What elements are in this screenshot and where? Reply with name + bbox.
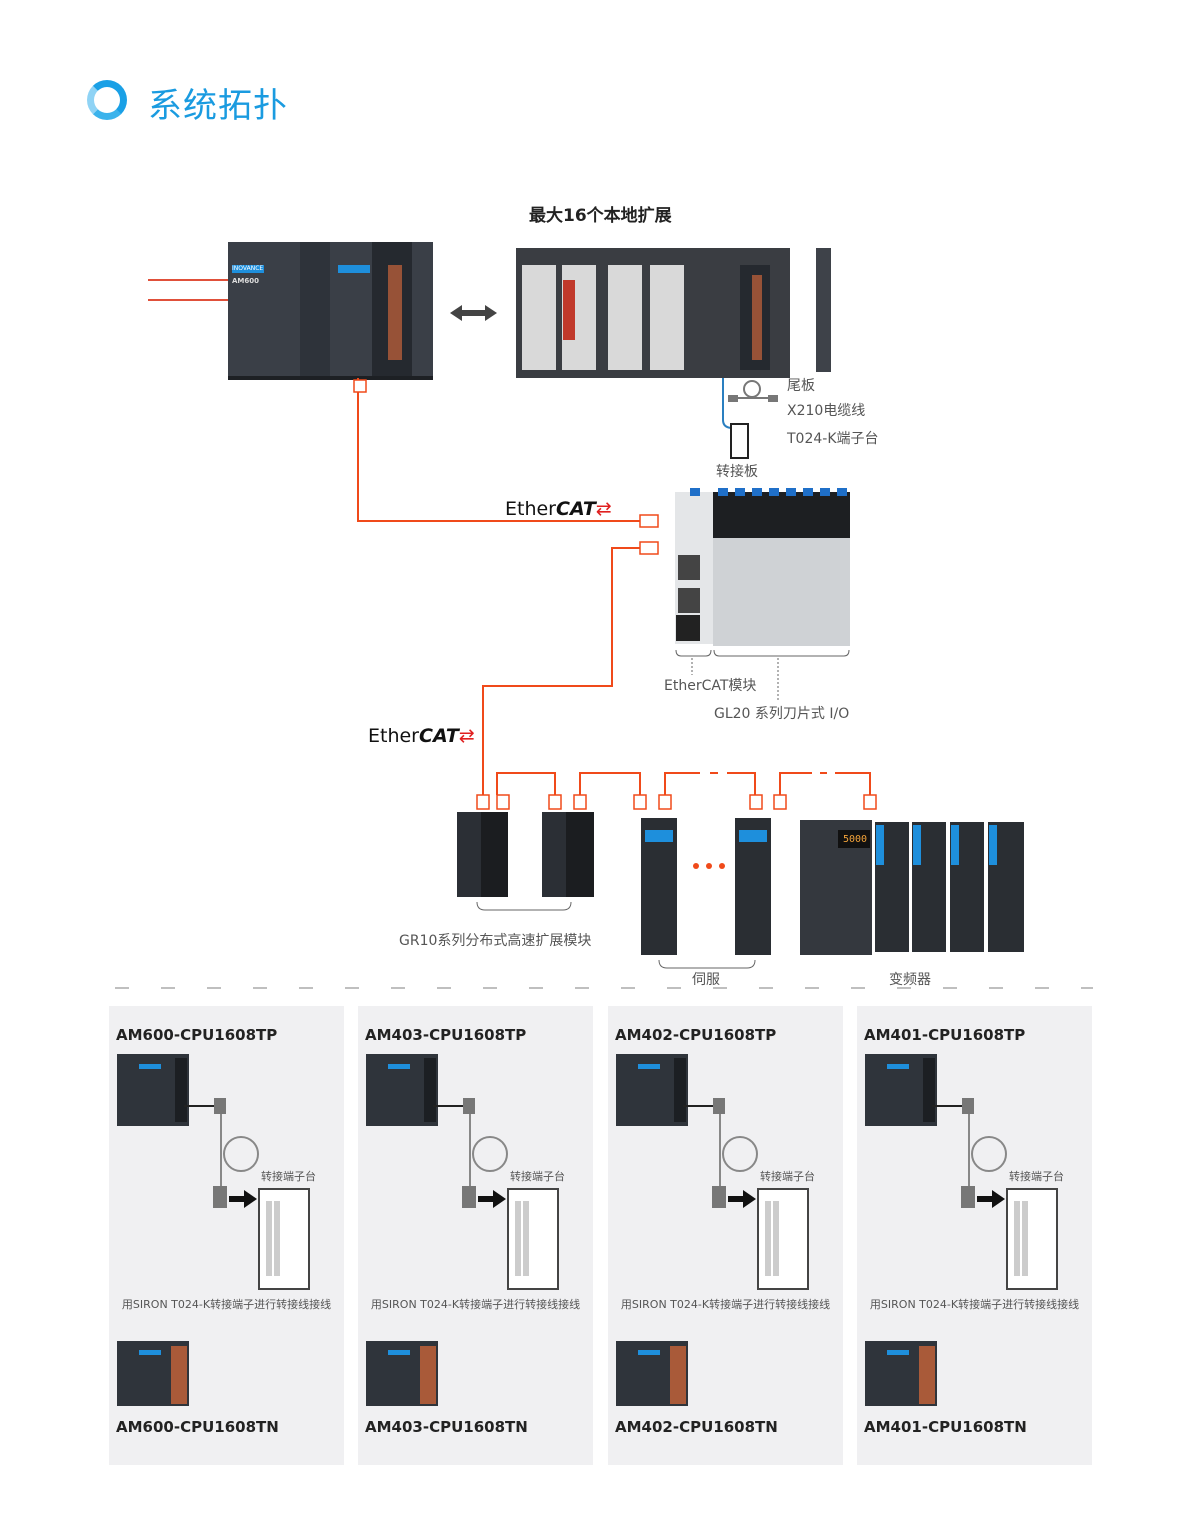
plc-brand: INOVANCE [232,265,264,272]
plc-tp [366,1054,438,1126]
ethercat-logo: EtherCAT⇄ [368,725,475,747]
label-ethercat-module: EtherCAT模块 [664,678,757,694]
cable-coil [223,1136,259,1172]
ellipsis-dots [693,863,725,869]
label-gr10: GR10系列分布式高速扩展模块 [399,933,592,949]
ethercat-logo-prefix: Ether [368,725,419,747]
ethercat-links [357,378,871,795]
model-card: AM403-CPU1608TP 转接端子台 用SIRON T024-K转接端子进… [358,1006,593,1465]
card-bottom-model: AM401-CPU1608TN [864,1418,1027,1436]
wiring-illustration [117,1054,310,1406]
card-terminal-label: 转接端子台 [1009,1170,1064,1183]
expansion-title: 最大16个本地扩展 [529,206,672,226]
ethercat-logo-prefix: Ether [505,498,556,520]
label-adapter: 转接板 [716,464,758,480]
servo-drives [641,818,771,969]
plc-tn [865,1341,937,1406]
vfd-display: 5000 [843,834,868,845]
cable-coil [472,1136,508,1172]
plc-tp [865,1054,937,1126]
card-bottom-model: AM403-CPU1608TN [365,1418,528,1436]
wiring-illustration [616,1054,809,1406]
card-top-model: AM403-CPU1608TP [365,1026,527,1044]
connector [712,1186,726,1208]
vfd-drives [800,820,1024,955]
tail-plate [816,248,831,372]
input-lines [148,279,228,301]
connector [962,1098,974,1114]
connector [213,1186,227,1208]
page-title: 系统拓扑 [148,86,288,126]
cable-coil [728,380,778,402]
cable-coil [971,1136,1007,1172]
card-top-model: AM401-CPU1608TP [864,1026,1026,1044]
card-caption: 用SIRON T024-K转接端子进行转接线接线 [370,1298,581,1311]
card-bottom-model: AM402-CPU1608TN [615,1418,778,1436]
plc-tp [117,1054,189,1126]
label-servo: 伺服 [692,972,720,988]
connector [214,1098,226,1114]
label-tail-plate: 尾板 [787,378,815,394]
label-gl20: GL20 系列刀片式 I/O [714,706,850,722]
x210-cable [722,378,734,429]
arrow-icon [728,1190,756,1208]
model-card: AM401-CPU1608TP 转接端子台 用SIRON T024-K转接端子进… [857,1006,1092,1465]
arrow-icon [478,1190,506,1208]
topology-diagram [115,242,1093,989]
connector [463,1098,475,1114]
cable-coil [722,1136,758,1172]
plc-tn [366,1341,438,1406]
expansion-rack [516,248,831,378]
model-card: AM402-CPU1608TP 转接端子台 用SIRON T024-K转接端子进… [608,1006,843,1465]
card-terminal-label: 转接端子台 [760,1170,815,1183]
double-arrow-icon [450,305,497,321]
am600-plc [228,242,433,380]
connector [713,1098,725,1114]
ethercat-logo: EtherCAT⇄ [505,498,612,520]
card-top-model: AM402-CPU1608TP [615,1026,777,1044]
plc-tn [616,1341,688,1406]
ethercat-logo-suffix: CAT [556,498,596,520]
gr10-modules [457,812,594,911]
card-terminal-label: 转接端子台 [510,1170,565,1183]
plc-tp [616,1054,688,1126]
gl20-io [675,488,850,700]
rj45-connector-icons [353,379,877,810]
adapter-board [730,423,749,459]
plc-model: AM600 [232,277,259,285]
wiring-illustration [366,1054,559,1406]
arrow-icon [229,1190,257,1208]
wiring-illustration [865,1054,1058,1406]
label-cable: X210电缆线 [787,403,866,419]
card-caption: 用SIRON T024-K转接端子进行转接线接线 [869,1298,1080,1311]
card-terminal-label: 转接端子台 [261,1170,316,1183]
card-bottom-model: AM600-CPU1608TN [116,1418,279,1436]
connector [961,1186,975,1208]
model-card: AM600-CPU1608TP 转接端子台 用SIRON T024-K转接端子进… [109,1006,344,1465]
title-ring-icon [87,80,127,120]
card-caption: 用SIRON T024-K转接端子进行转接线接线 [620,1298,831,1311]
label-terminal: T024-K端子台 [787,431,879,447]
arrow-icon [977,1190,1005,1208]
plc-tn [117,1341,189,1406]
card-caption: 用SIRON T024-K转接端子进行转接线接线 [121,1298,332,1311]
card-top-model: AM600-CPU1608TP [116,1026,278,1044]
ethercat-logo-suffix: CAT [419,725,459,747]
connector [462,1186,476,1208]
label-vfd: 变频器 [889,972,931,988]
